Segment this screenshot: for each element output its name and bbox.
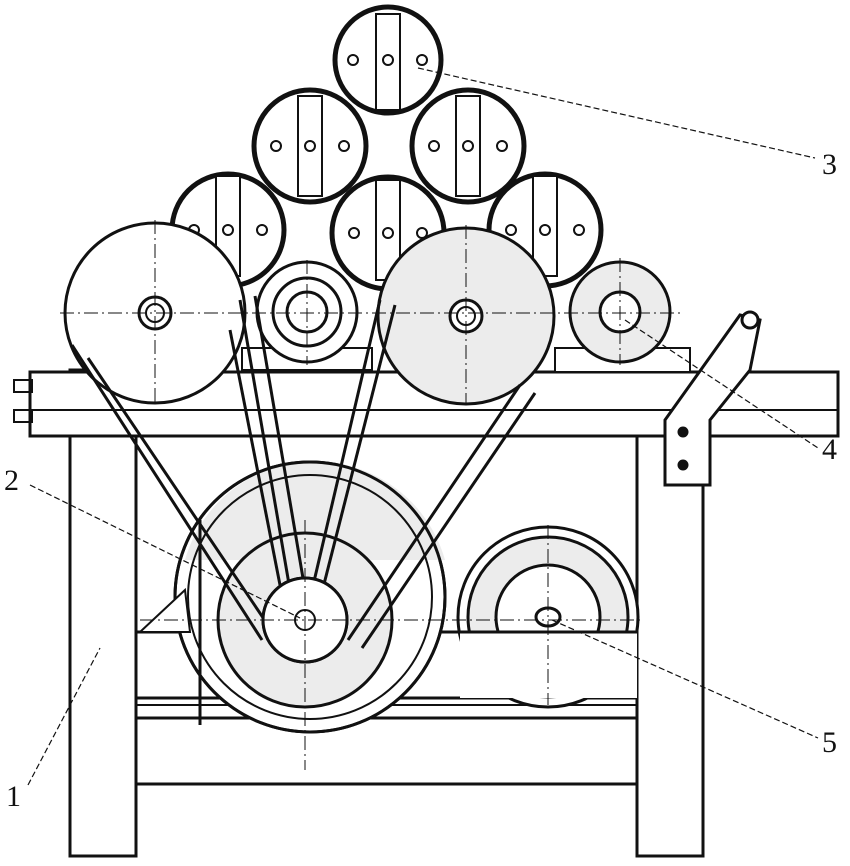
centre-lines [60, 220, 680, 770]
callout-2: 2 [4, 464, 19, 497]
callout-4: 4 [822, 433, 837, 466]
leader-lines [27, 67, 819, 786]
right-bracket [663, 310, 762, 487]
drive-belts [70, 295, 537, 649]
callout-1: 1 [6, 780, 21, 813]
callout-3: 3 [822, 148, 837, 181]
frame-left-leg [68, 368, 138, 858]
callout-5: 5 [822, 726, 837, 759]
frame-lower-beam [134, 716, 639, 786]
